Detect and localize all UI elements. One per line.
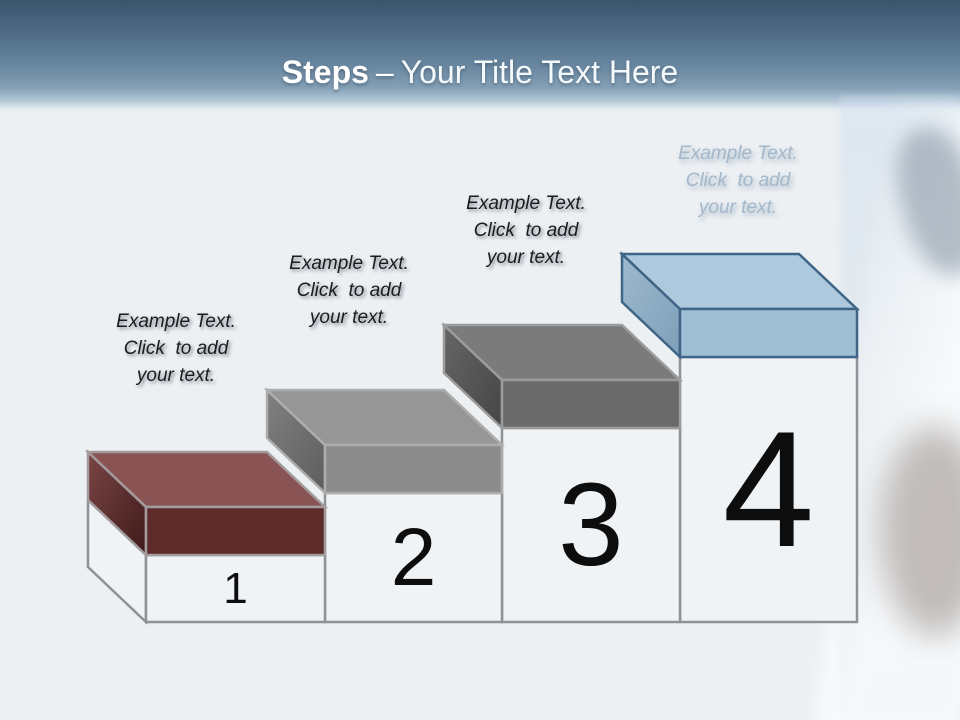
- label-line: your text.: [136, 365, 216, 386]
- step-1-number: 1: [223, 563, 248, 613]
- label-line: Click to add: [685, 170, 791, 191]
- step-2-label[interactable]: Example Text. Click to add your text.: [254, 250, 444, 331]
- step-3-lid-front-face: [500, 378, 682, 430]
- step-3-box[interactable]: [440, 322, 684, 624]
- label-line: Example Text.: [466, 193, 586, 214]
- background-photo-hand-shape: [880, 426, 960, 636]
- slide-title[interactable]: Steps–Your Title Text Here: [0, 54, 960, 90]
- title-bar: Steps–Your Title Text Here: [0, 0, 960, 112]
- background-photo: [811, 96, 960, 720]
- step-4-label[interactable]: Example Text. Click to add your text.: [643, 140, 833, 221]
- title-rest: Your Title Text Here: [400, 54, 679, 90]
- step-1-label[interactable]: Example Text. Click to add your text.: [81, 308, 271, 389]
- step-4-number: 4: [722, 396, 815, 581]
- step-1-box[interactable]: [84, 449, 329, 625]
- step-2-number: 2: [390, 511, 437, 603]
- step-1-column-front-face: [144, 553, 327, 624]
- title-separator: –: [375, 54, 394, 90]
- step-4-box[interactable]: [618, 251, 861, 624]
- step-3-column-front-face: [500, 426, 682, 624]
- step-1-lid-front-face: [144, 505, 327, 557]
- label-line: Example Text.: [116, 311, 236, 332]
- label-line: Example Text.: [678, 143, 798, 164]
- label-line: your text.: [486, 247, 566, 268]
- label-line: Click to add: [123, 338, 229, 359]
- label-line: your text.: [309, 307, 389, 328]
- step-4-lid-front-face: [678, 307, 859, 359]
- label-line: Click to add: [296, 280, 402, 301]
- step-3-number: 3: [558, 459, 624, 591]
- step-2-box[interactable]: [263, 387, 506, 624]
- title-keyword: Steps: [281, 54, 369, 90]
- label-line: your text.: [698, 197, 778, 218]
- label-line: Click to add: [473, 220, 579, 241]
- step-4-column-front-face: [678, 355, 859, 624]
- label-line: Example Text.: [289, 253, 409, 274]
- step-2-lid-front-face: [323, 443, 504, 495]
- step-3-label[interactable]: Example Text. Click to add your text.: [431, 190, 621, 271]
- step-2-column-front-face: [323, 491, 504, 624]
